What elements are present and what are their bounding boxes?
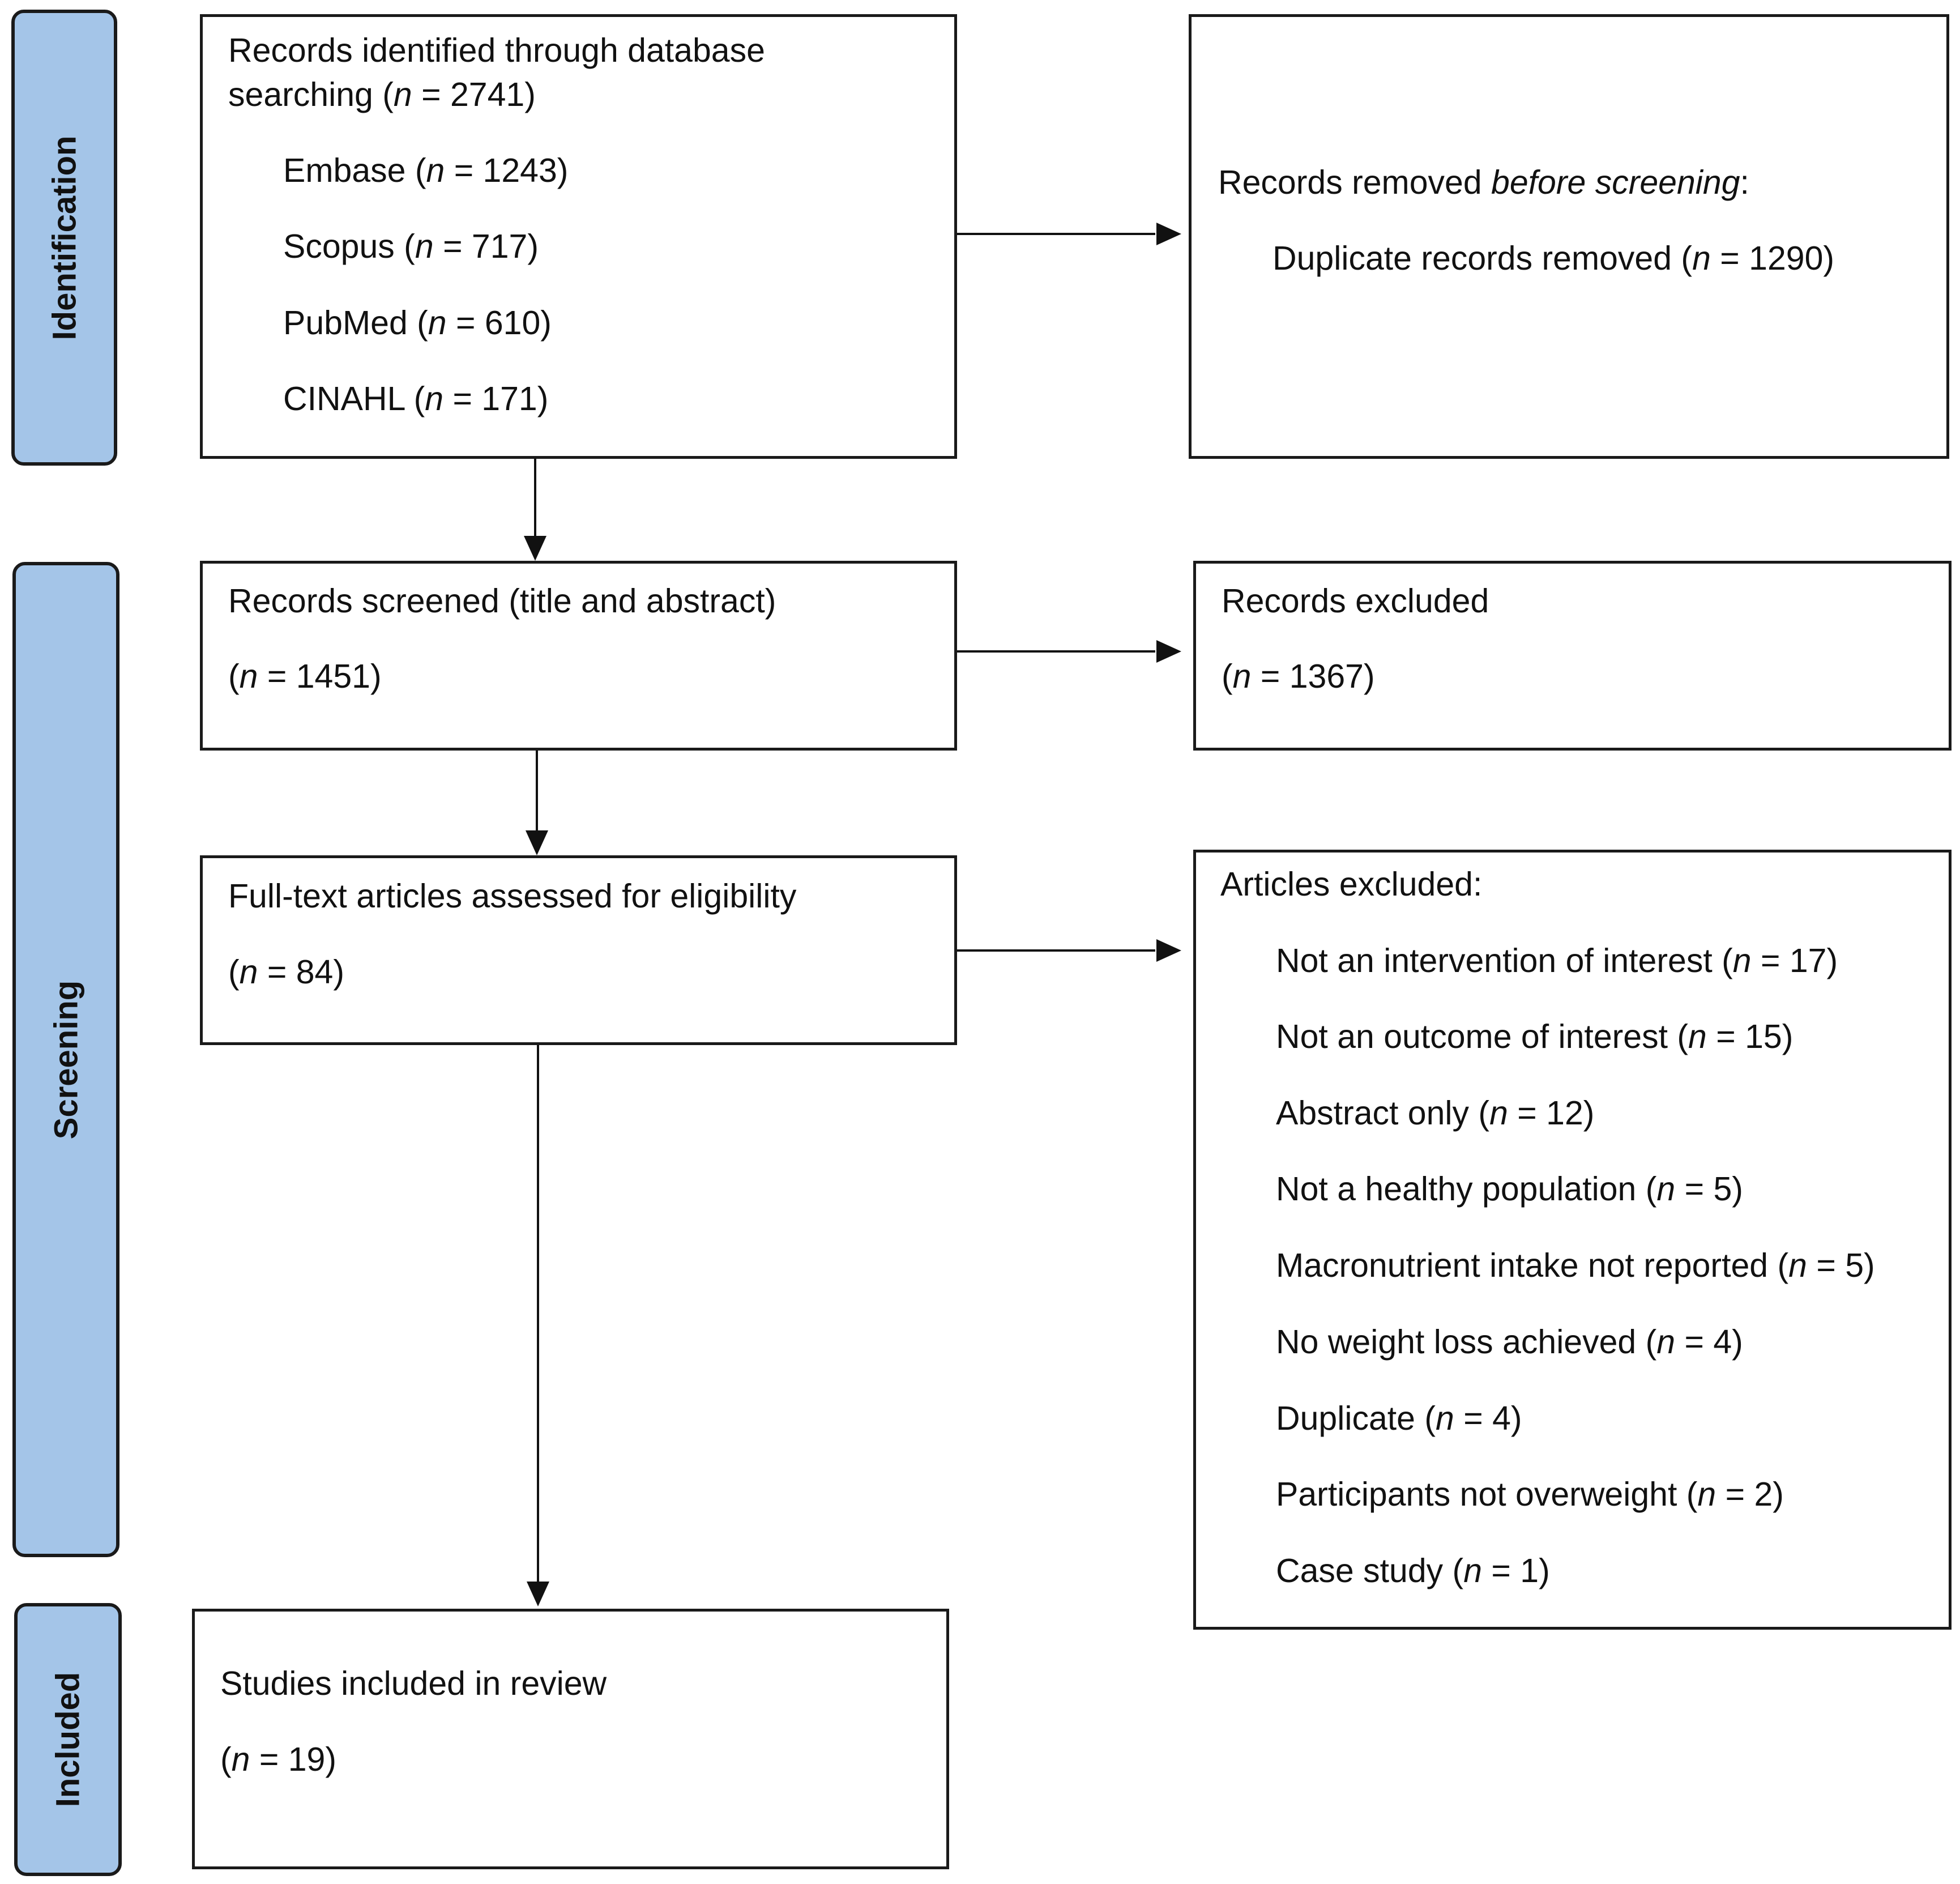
arrowhead-screened <box>524 536 546 561</box>
exclusion-reason: No weight loss achieved (n = 4) <box>1276 1323 1743 1361</box>
records-removed-box <box>1189 14 1949 459</box>
exclusion-reason: Not a healthy population (n = 5) <box>1276 1170 1743 1208</box>
arrowhead-full-text <box>526 830 548 855</box>
records-screened-title: Records screened (title and abstract) <box>228 582 776 620</box>
exclusion-reason: Macronutrient intake not reported (n = 5… <box>1276 1247 1875 1284</box>
phase-included: Included <box>14 1603 122 1876</box>
source-scopus: Scopus (n = 717) <box>283 228 539 265</box>
studies-included-title: Studies included in review <box>220 1665 607 1702</box>
arrowhead-articles-excluded <box>1156 939 1181 962</box>
exclusion-reason: Abstract only (n = 12) <box>1276 1094 1595 1132</box>
full-text-assessed-box <box>200 855 957 1045</box>
source-cinahl: CINAHL (n = 171) <box>283 380 549 417</box>
full-text-assessed-count: (n = 84) <box>228 953 344 991</box>
full-text-assessed-title: Full-text articles assessed for eligibil… <box>228 877 797 915</box>
articles-excluded-box <box>1193 850 1952 1630</box>
articles-excluded-title: Articles excluded: <box>1220 866 1483 903</box>
records-excluded-box <box>1193 561 1952 751</box>
source-pubmed: PubMed (n = 610) <box>283 304 552 342</box>
source-embase: Embase (n = 1243) <box>283 152 569 189</box>
records-removed-line1: Records removed before screening: <box>1218 164 1749 201</box>
arrowhead-included <box>527 1582 549 1606</box>
exclusion-reason: Not an outcome of interest (n = 15) <box>1276 1018 1794 1055</box>
records-identified-box <box>200 14 957 459</box>
phase-screening: Screening <box>12 562 119 1557</box>
records-screened-box <box>200 561 957 751</box>
arrowhead-records-excluded <box>1156 640 1181 663</box>
studies-included-count: (n = 19) <box>220 1741 336 1778</box>
phase-identification: Identification <box>11 10 117 466</box>
records-excluded-title: Records excluded <box>1222 582 1489 620</box>
records-identified-line2: searching (n = 2741) <box>228 76 536 113</box>
duplicates-removed: Duplicate records removed (n = 1290) <box>1272 240 1835 277</box>
exclusion-reason: Not an intervention of interest (n = 17) <box>1276 942 1838 979</box>
arrowhead-removed <box>1156 223 1181 245</box>
exclusion-reason: Case study (n = 1) <box>1276 1552 1550 1589</box>
studies-included-box <box>192 1609 949 1869</box>
records-excluded-count: (n = 1367) <box>1222 658 1375 695</box>
exclusion-reason: Duplicate (n = 4) <box>1276 1400 1522 1437</box>
records-identified-line1: Records identified through database <box>228 32 765 69</box>
records-screened-count: (n = 1451) <box>228 658 382 695</box>
exclusion-reason: Participants not overweight (n = 2) <box>1276 1476 1784 1513</box>
